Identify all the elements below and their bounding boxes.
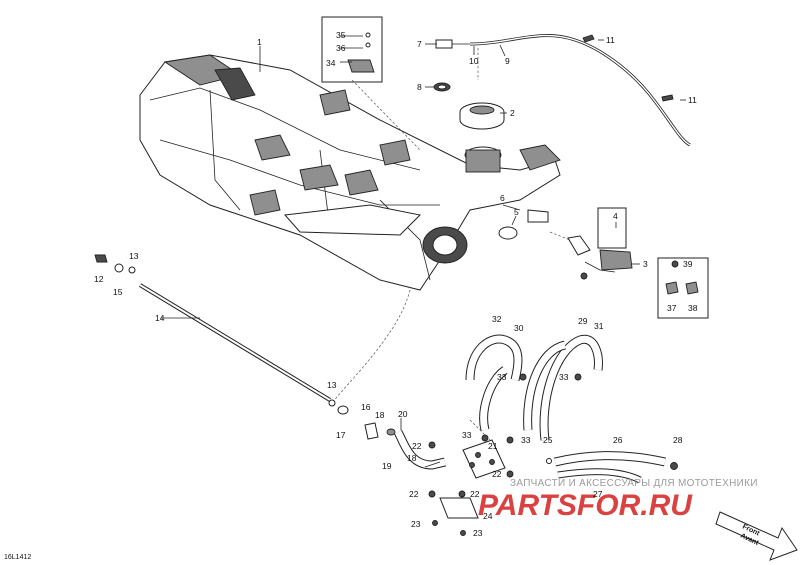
callout-25: 25	[543, 435, 553, 445]
callout-24: 24	[483, 511, 493, 521]
callout-15: 15	[113, 287, 123, 297]
callout-27: 27	[593, 489, 603, 499]
callout-5: 5	[514, 207, 519, 217]
fuel-line-rod	[94, 254, 336, 407]
callout-13a: 13	[129, 251, 139, 261]
callout-37: 37	[667, 303, 677, 313]
callout-22b: 22	[492, 469, 502, 479]
callout-11a: 11	[606, 35, 615, 45]
callout-13b: 13	[327, 380, 337, 390]
callout-9: 9	[505, 56, 510, 66]
callout-19: 19	[382, 461, 392, 471]
bracket-kit	[321, 16, 421, 151]
callout-31: 31	[594, 321, 604, 331]
callout-16: 16	[361, 402, 371, 412]
quick-connect	[337, 405, 396, 440]
filler-cap	[459, 102, 505, 130]
callout-36: 36	[336, 43, 346, 53]
clip-box	[657, 257, 709, 319]
fuel-pump-sender	[498, 207, 633, 280]
vent-hose	[435, 34, 691, 147]
hose-clamps	[428, 373, 582, 536]
front-arrow-icon: Front Avant	[715, 511, 798, 561]
callout-35: 35	[336, 30, 346, 40]
callout-4: 4	[613, 211, 618, 221]
watermark-logo: PARTSFOR.RU	[478, 489, 693, 522]
callout-33a: 33	[497, 372, 507, 382]
callout-34: 34	[326, 58, 336, 68]
filler-ring	[433, 82, 451, 92]
fuel-filter	[439, 419, 506, 519]
callout-6: 6	[500, 193, 505, 203]
callout-30: 30	[514, 323, 524, 333]
callout-23a: 23	[411, 519, 421, 529]
callout-22d: 22	[470, 489, 480, 499]
hoses-29-32	[465, 334, 603, 441]
callout-26: 26	[613, 435, 623, 445]
watermark-caption: ЗАПЧАСТИ И АКСЕССУАРЫ ДЛЯ МОТОТЕХНИКИ	[510, 478, 758, 489]
hoses-26-28	[546, 451, 678, 484]
callout-2: 2	[510, 108, 515, 118]
callout-numbers: 1 2 3 4 5 6 7 8 9 10 11 11 12 13 13 14 1…	[94, 30, 698, 538]
callout-22c: 22	[409, 489, 419, 499]
callout-18a: 18	[375, 410, 385, 420]
callout-8: 8	[417, 82, 422, 92]
callout-20: 20	[398, 409, 408, 419]
callout-12: 12	[94, 274, 104, 284]
callout-28: 28	[673, 435, 683, 445]
callout-3: 3	[643, 259, 648, 269]
callout-14: 14	[155, 313, 165, 323]
fuel-tank	[139, 54, 561, 406]
callout-39: 39	[683, 259, 693, 269]
callout-23b: 23	[473, 528, 483, 538]
callout-38: 38	[688, 303, 698, 313]
drawing-code: 16L1412	[4, 554, 31, 561]
callout-17: 17	[336, 430, 346, 440]
callout-33d: 33	[521, 435, 531, 445]
watermark: ЗАПЧАСТИ И АКСЕССУАРЫ ДЛЯ МОТОТЕХНИКИ PA…	[478, 478, 758, 522]
callout-21: 21	[488, 441, 498, 451]
leader-lines	[161, 35, 686, 468]
callout-33b: 33	[559, 372, 569, 382]
callout-1: 1	[257, 37, 262, 47]
callout-22a: 22	[412, 441, 422, 451]
callout-11b: 11	[688, 95, 697, 105]
callout-33c: 33	[462, 430, 472, 440]
callout-32: 32	[492, 314, 502, 324]
hose-19-20	[393, 429, 447, 470]
callout-18b: 18	[407, 453, 417, 463]
callout-7: 7	[417, 39, 422, 49]
callout-10: 10	[469, 56, 479, 66]
callout-29: 29	[578, 316, 588, 326]
